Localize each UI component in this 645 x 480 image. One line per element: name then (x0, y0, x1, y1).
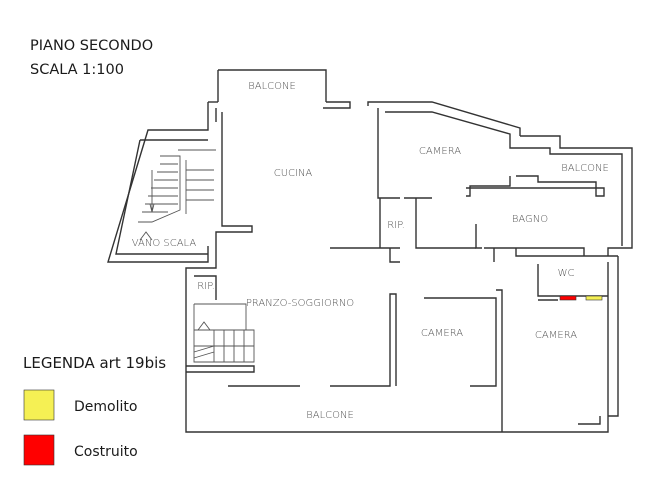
room-label-rip-center: RIP. (387, 220, 405, 231)
interior-walls-upper (330, 175, 605, 263)
room-label-cucina: CUCINA (274, 168, 313, 179)
legend-title: LEGENDA art 19bis (23, 354, 166, 372)
room-label-vano-scala: VANO SCALA (132, 238, 197, 249)
room-label-camera-mid: CAMERA (421, 328, 463, 339)
interior-walls-lower (186, 255, 618, 432)
demolito-marker (585, 295, 603, 301)
room-label-balcone-top: BALCONE (248, 81, 296, 92)
room-label-bagno: BAGNO (512, 214, 548, 225)
balcone-top-walls (208, 69, 351, 109)
room-label-pranzo: PRANZO-SOGGIORNO (246, 298, 354, 309)
room-label-balcone-bottom: BALCONE (306, 410, 354, 421)
room-label-camera-right: CAMERA (535, 330, 577, 341)
legend-swatch-demolito (23, 389, 55, 421)
legend-swatch-costruito (23, 434, 55, 466)
legend-label-costruito: Costruito (74, 444, 138, 460)
room-label-wc: WC (558, 268, 575, 279)
legend-label-demolito: Demolito (74, 399, 137, 415)
room-label-balcone-right: BALCONE (561, 163, 609, 174)
outer-walls (107, 101, 633, 433)
plan-scale: SCALA 1:100 (30, 62, 124, 78)
plan-title: PIANO SECONDO (30, 38, 153, 54)
costruito-marker (559, 295, 577, 301)
room-label-rip-left: RIP. (197, 281, 215, 292)
room-label-camera-top: CAMERA (419, 146, 461, 157)
legend: LEGENDA art 19bis Demolito Costruito (23, 354, 166, 466)
vano-scala-walls (115, 139, 216, 255)
